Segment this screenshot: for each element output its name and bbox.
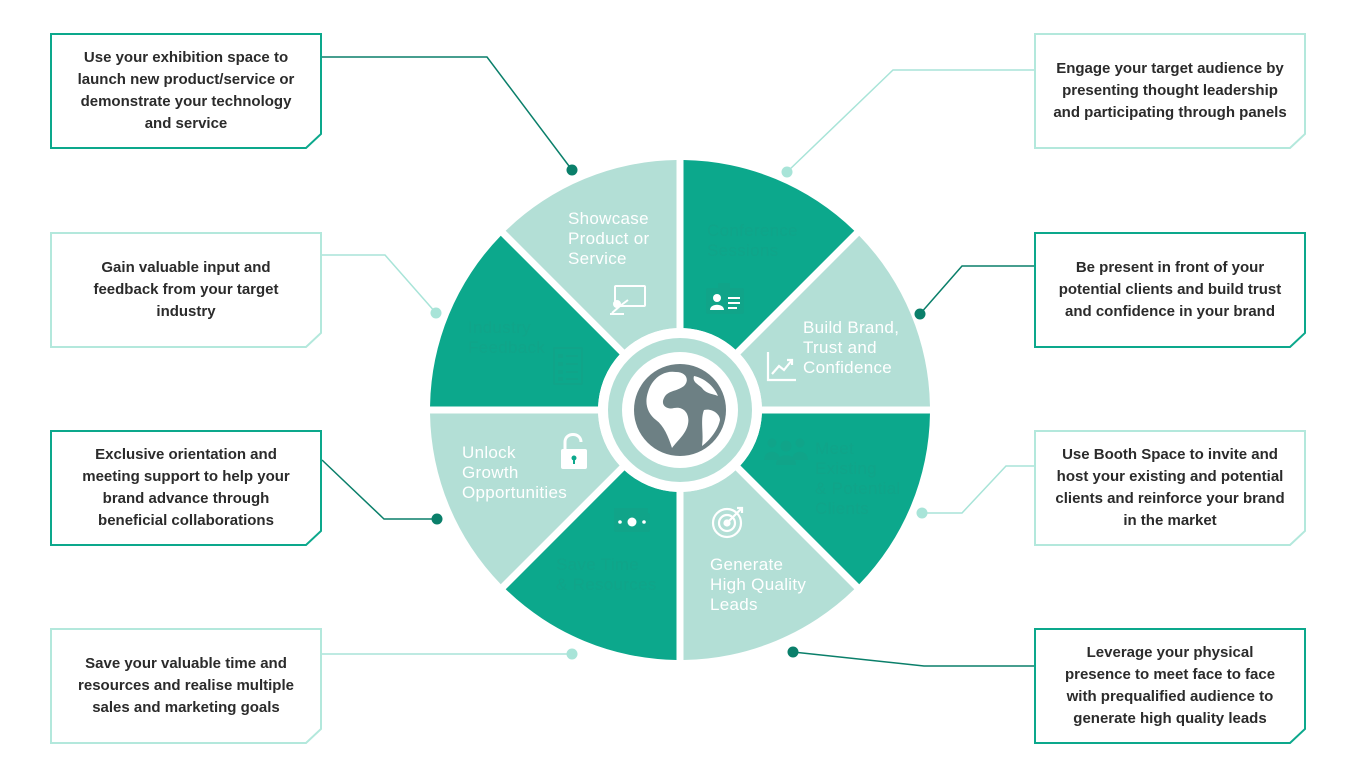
callout-text: Be present in front of your potential cl…: [1058, 259, 1282, 320]
segment-label: Showcase Product or Service: [568, 209, 654, 268]
id-badge-icon: [706, 283, 744, 314]
segment-industry-feedback: Industry Feedback: [468, 318, 583, 385]
callout-generate-leads: Leverage your physical presence to meet …: [1034, 628, 1306, 744]
segment-label-line: Unlock: [462, 443, 516, 462]
wheel-segment-meet-clients: [683, 470, 855, 660]
connector-dot-conference: [781, 166, 793, 178]
globe-icon: [634, 364, 726, 456]
callout-frame: [50, 232, 322, 348]
wheel-hub: [598, 328, 762, 492]
connector-dot-industry-feedback: [430, 307, 442, 319]
segment-meet-clients: Meet Existing & Potential Clients: [764, 438, 906, 518]
callout-industry-feedback: Gain valuable input and feedback from yo…: [50, 232, 322, 348]
connector-dot-generate-leads: [787, 646, 799, 658]
callout-showcase: Use your exhibition space to launch new …: [50, 33, 322, 149]
connector-line-meet-clients: [922, 465, 1034, 514]
segment-label: Meet Existing & Potential Clients: [815, 439, 906, 518]
connector-line-industry-feedback: [322, 254, 437, 314]
callout-frame: [50, 33, 322, 149]
segment-label-line: High Quality: [710, 575, 806, 594]
people-group-icon: [764, 438, 808, 465]
segment-label: Industry Feedback: [468, 318, 545, 357]
segment-label: Generate High Quality Leads: [710, 555, 811, 614]
callout-text: Engage your target audience by presentin…: [1053, 60, 1287, 121]
segment-label-line: Opportunities: [462, 483, 567, 502]
segment-label-line: & Resources: [556, 575, 657, 594]
segment-label-line: Trust and: [803, 338, 877, 357]
callout-frame: [1034, 628, 1306, 744]
segment-label-line: Meet: [815, 439, 854, 458]
callout-frame: [50, 628, 322, 744]
target-icon: [711, 506, 744, 539]
callout-unlock-growth: Exclusive orientation and meeting suppor…: [50, 430, 322, 546]
segment-label-line: Existing: [815, 459, 877, 478]
callout-text: Leverage your physical presence to meet …: [1064, 644, 1276, 727]
connector-dot-showcase: [566, 164, 578, 176]
segment-conference: Conference Sessions: [706, 221, 803, 314]
callout-conference: Engage your target audience by presentin…: [1034, 33, 1306, 149]
segment-label-line: Generate: [710, 555, 783, 574]
segment-label-line: Leads: [710, 595, 758, 614]
segment-label-line: Clients: [815, 499, 869, 518]
callout-text: Exclusive orientation and meeting suppor…: [82, 446, 290, 529]
segment-label: Conference Sessions: [707, 221, 803, 260]
segment-label-line: Industry: [468, 318, 531, 337]
connector-dot-meet-clients: [916, 507, 928, 519]
callout-connectors: [321, 56, 1034, 667]
callout-frame: [50, 430, 322, 546]
callout-save-time: Save your valuable time and resources an…: [50, 628, 322, 744]
connector-dot-build-brand: [914, 308, 926, 320]
connector-dot-unlock-growth: [431, 513, 443, 525]
presentation-board-icon: [610, 285, 646, 315]
callout-meet-clients: Use Booth Space to invite and host your …: [1034, 430, 1306, 546]
callout-frame: [1034, 232, 1306, 348]
segment-build-brand: Build Brand, Trust and Confidence: [766, 318, 904, 382]
callout-text: Use Booth Space to invite and host your …: [1055, 446, 1285, 529]
segment-label: Save Time & Resources: [556, 555, 657, 594]
connector-dot-save-time: [566, 648, 578, 660]
checklist-icon: [553, 347, 583, 385]
segment-unlock-growth: Unlock Growth Opportunities: [462, 433, 587, 502]
segment-label-line: Showcase: [568, 209, 649, 228]
segment-save-time: Save Time & Resources: [556, 508, 657, 594]
segment-label: Unlock Growth Opportunities: [462, 443, 567, 502]
connector-line-unlock-growth: [321, 459, 437, 520]
connector-line-generate-leads: [792, 651, 1034, 667]
callout-text: Gain valuable input and feedback from yo…: [93, 259, 279, 320]
callout-text: Use your exhibition space to launch new …: [77, 49, 295, 132]
callout-build-brand: Be present in front of your potential cl…: [1034, 232, 1306, 348]
connector-line-conference: [786, 69, 1034, 173]
callout-frame: [1034, 430, 1306, 546]
segment-label-line: Confidence: [803, 358, 892, 377]
segment-label-line: Build Brand,: [803, 318, 899, 337]
segment-generate-leads: Generate High Quality Leads: [710, 506, 811, 614]
segment-label-line: & Potential: [815, 479, 901, 498]
segment-label-line: Feedback: [468, 338, 545, 357]
callout-frame: [1034, 33, 1306, 149]
segment-label-line: Sessions: [707, 241, 778, 260]
segment-label-line: Product or: [568, 229, 649, 248]
segment-label-line: Save Time: [556, 555, 639, 574]
callout-text: Save your valuable time and resources an…: [78, 655, 294, 716]
segment-label-line: Growth: [462, 463, 519, 482]
connector-line-build-brand: [919, 265, 1034, 315]
growth-chart-icon: [766, 352, 796, 382]
segment-label-line: Service: [568, 249, 627, 268]
money-bill-icon: [614, 508, 650, 532]
wheel-segment-industry-feedback: [505, 160, 677, 350]
segment-showcase: Showcase Product or Service: [568, 209, 654, 315]
segment-label-line: Conference: [707, 221, 798, 240]
segment-label: Build Brand, Trust and Confidence: [803, 318, 904, 377]
unlocked-padlock-icon: [561, 433, 587, 469]
connector-line-showcase: [322, 56, 573, 171]
